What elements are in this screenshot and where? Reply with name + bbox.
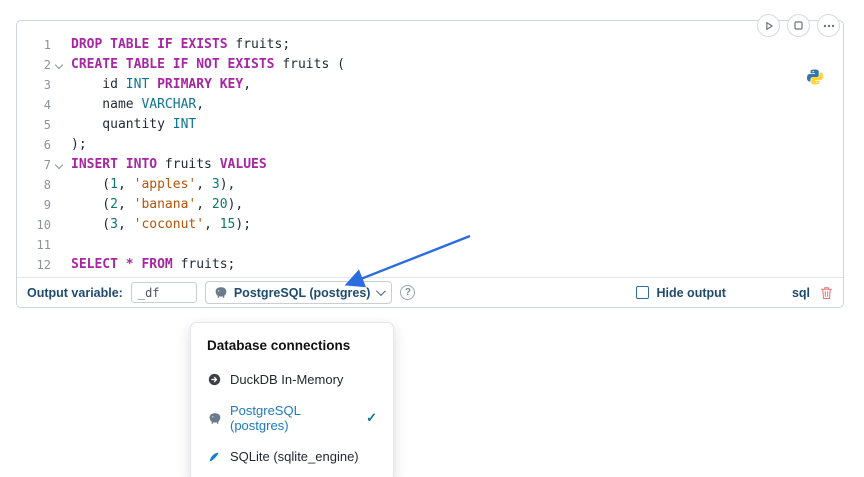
- code-line[interactable]: 6);: [17, 135, 843, 155]
- duckdb-icon: [207, 373, 221, 387]
- stop-square-icon: [794, 21, 803, 30]
- fold-toggle-icon[interactable]: [51, 55, 67, 75]
- code-lines: 1 DROP TABLE IF EXISTS fruits; 2 CREATE TAB…: [17, 35, 843, 275]
- hide-output-label: Hide output: [656, 285, 726, 300]
- line-number: 9: [43, 198, 51, 212]
- code-text: SELECT * FROM fruits;: [71, 257, 236, 272]
- code-line[interactable]: 1 DROP TABLE IF EXISTS fruits;: [17, 35, 843, 55]
- connection-option-label: SQLite (sqlite_engine): [230, 449, 359, 464]
- code-text: quantity INT: [71, 117, 197, 132]
- code-line[interactable]: 4 name VARCHAR,: [17, 95, 843, 115]
- output-variable-input[interactable]: [130, 282, 197, 303]
- line-number: 6: [43, 138, 51, 152]
- play-icon: [764, 21, 774, 31]
- code-text: (3, 'coconut', 15);: [71, 217, 252, 232]
- code-text: name VARCHAR,: [71, 97, 205, 112]
- code-line[interactable]: 10 (3, 'coconut', 15);: [17, 215, 843, 235]
- line-number: 7: [43, 158, 51, 172]
- code-text: DROP TABLE IF EXISTS fruits;: [71, 37, 291, 52]
- toolbar-right-group: Hide output sql: [635, 285, 834, 300]
- connection-selector-label: PostgreSQL (postgres): [233, 285, 371, 300]
- code-text: id INT PRIMARY KEY,: [71, 77, 252, 92]
- postgresql-icon: [207, 411, 221, 425]
- code-line[interactable]: 12 SELECT * FROM fruits;: [17, 255, 843, 275]
- output-variable-label: Output variable:: [27, 285, 123, 300]
- connection-selector[interactable]: PostgreSQL (postgres): [204, 281, 393, 304]
- line-number: 11: [36, 238, 51, 252]
- connection-option[interactable]: PostgreSQL (postgres) ✓: [191, 395, 393, 441]
- code-line[interactable]: 3 id INT PRIMARY KEY,: [17, 75, 843, 95]
- code-text: CREATE TABLE IF NOT EXISTS fruits (: [71, 57, 345, 72]
- connection-option-label: PostgreSQL (postgres): [230, 403, 301, 433]
- line-number: 2: [43, 58, 51, 72]
- code-line[interactable]: 5 quantity INT: [17, 115, 843, 135]
- line-number: 3: [43, 78, 51, 92]
- code-line[interactable]: 9 (2, 'banana', 20),: [17, 195, 843, 215]
- ellipsis-icon: [823, 24, 835, 28]
- chevron-down-icon: [376, 286, 387, 297]
- cell-action-buttons: [757, 14, 840, 37]
- code-text: (1, 'apples', 3),: [71, 177, 236, 192]
- sql-code-editor[interactable]: 1 DROP TABLE IF EXISTS fruits; 2 CREATE TAB…: [17, 35, 843, 276]
- code-line[interactable]: 11: [17, 235, 843, 255]
- trash-icon: [820, 286, 833, 300]
- run-button[interactable]: [757, 14, 780, 37]
- line-number: 4: [43, 98, 51, 112]
- connections-menu-title: Database connections: [207, 338, 351, 353]
- connection-option-label: DuckDB In-Memory: [230, 372, 344, 387]
- hide-output-checkbox[interactable]: [635, 286, 649, 299]
- more-actions-button[interactable]: [817, 14, 840, 37]
- delete-cell-button[interactable]: [820, 286, 833, 300]
- code-line[interactable]: 2 CREATE TABLE IF NOT EXISTS fruits (: [17, 55, 843, 75]
- language-badge: sql: [791, 285, 810, 300]
- fold-toggle-icon[interactable]: [51, 155, 67, 175]
- code-line[interactable]: 8 (1, 'apples', 3),: [17, 175, 843, 195]
- line-number: 5: [43, 118, 51, 132]
- line-number: 12: [36, 258, 51, 272]
- cell-toolbar: Output variable: PostgreSQL (postgres) ?…: [17, 277, 843, 307]
- line-number: 10: [36, 218, 51, 232]
- code-line[interactable]: 7 INSERT INTO fruits VALUES: [17, 155, 843, 175]
- sqlite-icon: [207, 450, 221, 464]
- postgresql-icon: [214, 286, 228, 300]
- code-text: INSERT INTO fruits VALUES: [71, 157, 267, 172]
- connection-option[interactable]: DuckDB In-Memory: [191, 364, 393, 395]
- code-text: (2, 'banana', 20),: [71, 197, 244, 212]
- help-icon[interactable]: ?: [400, 285, 416, 300]
- interrupt-button[interactable]: [787, 14, 810, 37]
- python-icon: [806, 68, 824, 86]
- connection-option[interactable]: SQLite (sqlite_engine): [191, 441, 393, 472]
- line-number: 1: [43, 38, 51, 52]
- check-icon: ✓: [366, 410, 377, 425]
- line-number: 8: [43, 178, 51, 192]
- code-text: );: [71, 137, 87, 152]
- sql-cell: 1 DROP TABLE IF EXISTS fruits; 2 CREATE TAB…: [16, 20, 844, 308]
